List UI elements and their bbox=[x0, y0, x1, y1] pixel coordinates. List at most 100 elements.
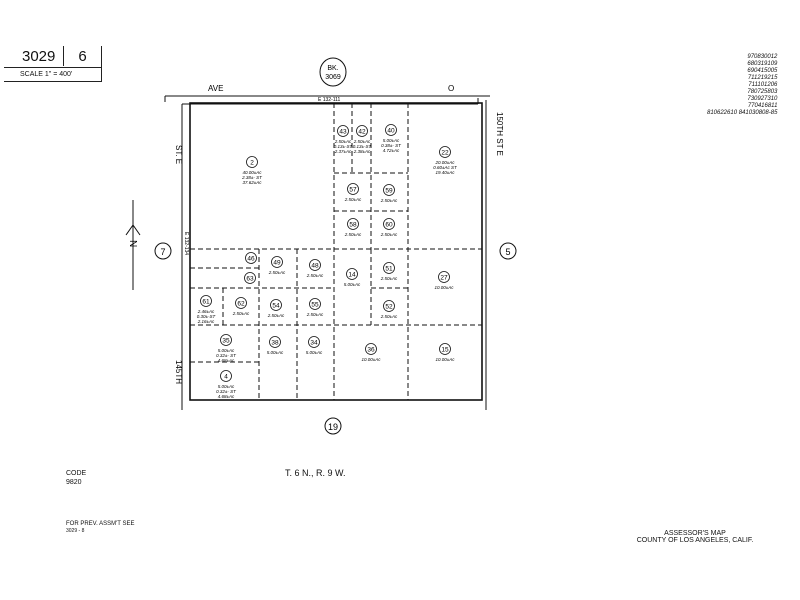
revision-note: 780725803 bbox=[747, 89, 778, 95]
parcel-acreage: 5.00±Ac bbox=[383, 138, 400, 143]
parcel-acreage: 2.16±Ac bbox=[197, 319, 215, 324]
street-labels: AVE O E 132-111 150TH ST E ST. E 145TH E… bbox=[127, 84, 504, 384]
parcel-acreage: 2.50±Ac bbox=[380, 232, 398, 237]
parcel-27[interactable]: 27 10.00±Ac bbox=[435, 271, 455, 291]
parcel-62[interactable]: 622.50±Ac bbox=[232, 297, 250, 317]
parcel-43[interactable]: 432.50±Ac0.13±-ST2.37±Ac bbox=[334, 125, 354, 155]
parcel-38[interactable]: 38 5.00±Ac bbox=[267, 336, 284, 356]
code-label: CODE bbox=[66, 470, 87, 477]
parcel-number: 61 bbox=[202, 299, 210, 306]
parcel-acreage: 5.00±Ac bbox=[218, 348, 235, 353]
parcel-54[interactable]: 542.50±Ac bbox=[267, 299, 285, 319]
parcel-number-circle bbox=[309, 298, 321, 310]
parcel-number: 2 bbox=[250, 160, 254, 167]
parcel-59[interactable]: 592.50±Ac bbox=[380, 184, 398, 204]
parcel-number: 38 bbox=[271, 340, 279, 347]
parcel-number-circle bbox=[383, 184, 395, 196]
parcel-number: 27 bbox=[440, 275, 448, 282]
parcel-acreage: 37.62±Ac bbox=[243, 180, 263, 185]
parcel-acreage: 0.30±-ST bbox=[197, 314, 217, 319]
parcel-number: 22 bbox=[441, 150, 449, 157]
parcel-number: 4 bbox=[224, 374, 228, 381]
street-left: ST. E bbox=[174, 145, 183, 164]
parcel-number: 59 bbox=[385, 188, 393, 195]
parcel-acreage: 4.68±Ac bbox=[218, 394, 235, 399]
parcel-number-circle bbox=[385, 124, 397, 136]
map-title-line2: COUNTY OF LOS ANGELES, CALIF. bbox=[636, 537, 754, 544]
parcel-number: 60 bbox=[385, 222, 393, 229]
parcel-35[interactable]: 355.00±Ac0.32±- ST4.68±Ac bbox=[216, 334, 237, 364]
parcel-acreage: 10.00±Ac bbox=[362, 357, 382, 362]
parcel-34[interactable]: 34 5.00±Ac bbox=[306, 336, 323, 356]
street-top-o: O bbox=[448, 84, 454, 93]
parcel-acreage: 2.46±Ac bbox=[197, 309, 215, 314]
parcel-acreage: 0.32±- ST bbox=[216, 353, 237, 358]
parcel-number-circle bbox=[245, 252, 257, 264]
parcel-number-circle bbox=[337, 125, 349, 137]
parcel-57[interactable]: 572.50±Ac bbox=[344, 183, 362, 203]
north-label: N bbox=[127, 240, 138, 247]
parcel-acreage: 5.00±Ac bbox=[306, 350, 323, 355]
revision-note: 680319109 bbox=[747, 61, 778, 67]
parcel-46[interactable]: 46 bbox=[245, 252, 257, 264]
parcel-acreage: 2.50±Ac bbox=[334, 139, 352, 144]
parcel-acreage: 2.50±Ac bbox=[344, 197, 362, 202]
parcel-acreage: 5.00±Ac bbox=[344, 282, 361, 287]
parcel-number-circle bbox=[439, 146, 451, 158]
parcel-acreage: 2.50±Ac bbox=[344, 232, 362, 237]
parcel-acreage: 4.68±Ac bbox=[218, 358, 235, 363]
parcel-4[interactable]: 45.00±Ac0.32±- ST4.68±Ac bbox=[216, 370, 237, 400]
parcel-40[interactable]: 40 5.00±Ac0.38±- ST4.72±Ac bbox=[381, 124, 402, 154]
parcel-acreage: 0.38±- ST bbox=[381, 143, 402, 148]
parcel-number-circle bbox=[200, 295, 212, 307]
parcel-number-circle bbox=[220, 334, 232, 346]
parcel-number: 48 bbox=[311, 263, 319, 270]
street-left-code: E 132-134 bbox=[183, 232, 189, 255]
parcel-51[interactable]: 51 2.50±Ac bbox=[380, 262, 398, 282]
revision-note: 711101206 bbox=[748, 82, 778, 88]
parcel-acreage: 0.60±Ac ST bbox=[433, 165, 458, 170]
parcel-number: 15 bbox=[441, 347, 449, 354]
parcel-acreage: 2.50±Ac bbox=[380, 314, 398, 319]
parcel-number-circle bbox=[383, 218, 395, 230]
parcel-acreage: 4.72±Ac bbox=[383, 148, 400, 153]
parcel-acreage: 2.50±Ac bbox=[232, 311, 250, 316]
parcel-acreage: 2.50±Ac bbox=[380, 276, 398, 281]
parcel-61[interactable]: 61 2.46±Ac0.30±-ST2.16±Ac bbox=[197, 295, 217, 325]
scale-label: SCALE 1" = 400' bbox=[4, 67, 101, 81]
map-title-line1: ASSESSOR'S MAP bbox=[664, 530, 726, 537]
parcel-14[interactable]: 145.00±Ac bbox=[344, 268, 361, 288]
parcel-number-circle bbox=[270, 299, 282, 311]
parcel-number-circle bbox=[235, 297, 247, 309]
parcel-number-circle bbox=[365, 343, 377, 355]
parcel-63[interactable]: 63 bbox=[244, 272, 256, 284]
parcel-number: 40 bbox=[387, 128, 395, 135]
parcel-48[interactable]: 482.50±Ac bbox=[306, 259, 324, 279]
parcel-55[interactable]: 55 2.50±Ac bbox=[306, 298, 324, 318]
parcel-acreage: 40.00±Ac bbox=[243, 170, 263, 175]
parcel-acreage: 2.50±Ac bbox=[306, 312, 324, 317]
parcel-58[interactable]: 582.50±Ac bbox=[344, 218, 362, 238]
parcel-number-circle bbox=[346, 268, 358, 280]
parcel-acreage: 10.00±Ac bbox=[435, 285, 455, 290]
parcel-52[interactable]: 522.50±Ac bbox=[380, 300, 398, 320]
parcel-49[interactable]: 492.50±Ac bbox=[268, 256, 286, 276]
parcel-number: 55 bbox=[311, 302, 319, 309]
parcel-15[interactable]: 15 10.00±Ac bbox=[436, 343, 456, 363]
parcel-42[interactable]: 422.50±Ac0.13±-ST2.38±Ac bbox=[353, 125, 373, 155]
parcel-number: 34 bbox=[310, 340, 318, 347]
revision-note: 970830012 bbox=[747, 54, 778, 60]
parcel-acreage: 5.00±Ac bbox=[267, 350, 284, 355]
parcel-number: 51 bbox=[385, 266, 393, 273]
parcel-number-circle bbox=[220, 370, 232, 382]
parcel-number: 46 bbox=[247, 256, 255, 263]
parcel-number: 54 bbox=[272, 303, 280, 310]
parcel-acreage: 10.00±Ac bbox=[436, 357, 456, 362]
parcel-number-circle bbox=[269, 336, 281, 348]
revision-note: 711219215 bbox=[747, 75, 778, 81]
parcel-60[interactable]: 60 2.50±Ac bbox=[380, 218, 398, 238]
